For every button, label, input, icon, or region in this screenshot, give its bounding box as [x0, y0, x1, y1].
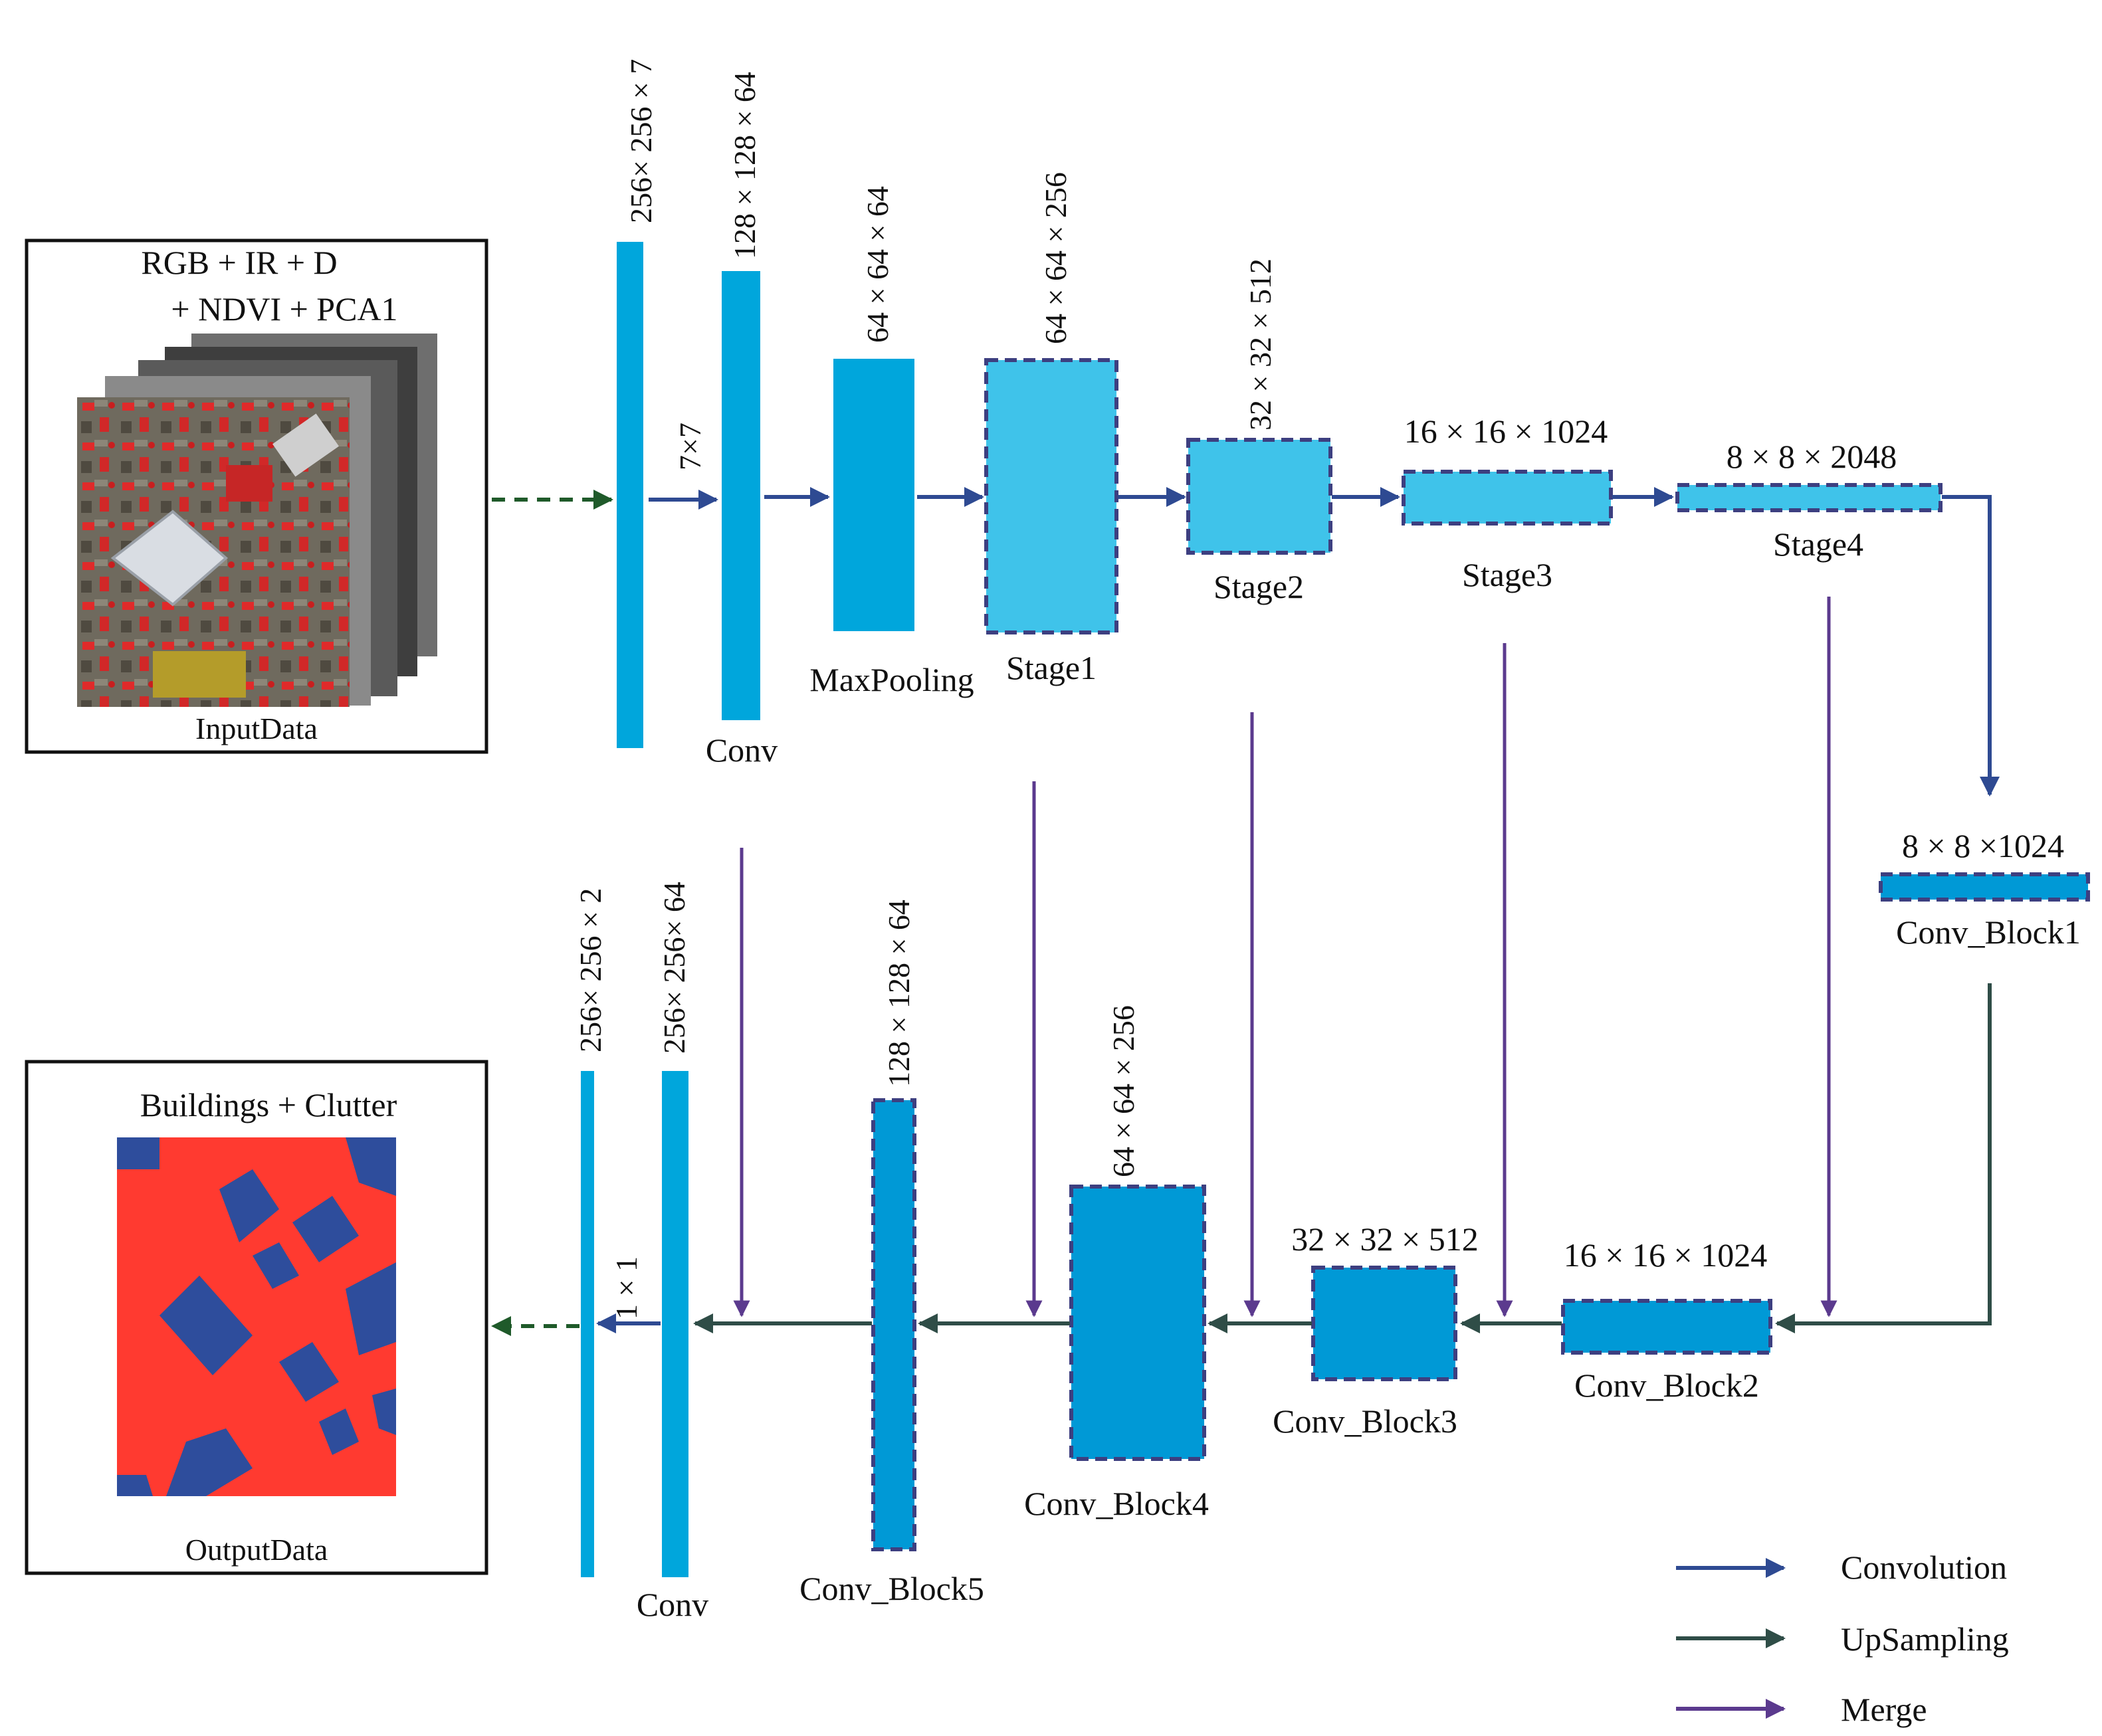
- input-image-stack: [77, 334, 437, 707]
- conv-label: Conv: [706, 731, 778, 769]
- segmentation-map: [117, 1137, 396, 1496]
- conv-block3: [1311, 1266, 1457, 1381]
- conv-block5-dim: 128 × 128 × 64: [882, 900, 916, 1087]
- final-conv-label: Conv: [637, 1586, 708, 1623]
- conv-block3-dim: 32 × 32 × 512: [1291, 1220, 1478, 1258]
- final-conv-dim: 256× 256× 64: [657, 882, 691, 1054]
- conv-arrow-7: [1942, 495, 2000, 797]
- stage3-label: Stage3: [1462, 556, 1552, 593]
- final-conv-bar: [662, 1071, 688, 1577]
- conv-block5-label: Conv_Block5: [799, 1570, 984, 1607]
- conv-block4-label: Conv_Block4: [1024, 1485, 1209, 1522]
- rgb-aerial-image: [77, 397, 350, 707]
- stage1-dim: 64 × 64 × 256: [1039, 172, 1073, 344]
- conv-block4: [1069, 1185, 1206, 1461]
- input-caption: InputData: [195, 712, 318, 745]
- conv-block5: [871, 1098, 916, 1551]
- bridge: 8 × 8 ×1024 Conv_Block1: [1775, 827, 2090, 1333]
- merge-connections: [733, 597, 1838, 1317]
- conv-dim: 128 × 128 × 64: [728, 72, 762, 259]
- stage4-label: Stage4: [1773, 526, 1863, 563]
- decoder: 16 × 16 × 1024 Conv_Block2 32 × 32 × 512…: [491, 882, 1772, 1623]
- input-title-line2: + NDVI + PCA1: [171, 290, 397, 328]
- conv-block2: [1561, 1299, 1772, 1355]
- input-tensor-dim: 256× 256 × 7: [624, 59, 658, 223]
- conv-block2-label: Conv_Block2: [1574, 1367, 1759, 1404]
- encoder: 256× 256 × 7 7×7 128 × 128 × 64 Conv 64 …: [492, 59, 2000, 797]
- stage3-block: [1402, 470, 1613, 526]
- stage2-label: Stage2: [1213, 568, 1304, 605]
- conv-block2-dim: 16 × 16 × 1024: [1564, 1236, 1767, 1274]
- stage2-dim: 32 × 32 × 512: [1243, 258, 1277, 431]
- stage1-label: Stage1: [1006, 649, 1097, 686]
- input-tensor-bar: [617, 242, 643, 748]
- stage4-dim: 8 × 8 × 2048: [1727, 438, 1897, 475]
- input-title-line1: RGB + IR + D: [141, 244, 337, 281]
- output-tensor-bar: [581, 1071, 594, 1577]
- stage1-block: [984, 358, 1118, 634]
- maxpool-block: [833, 359, 914, 631]
- stage4-block: [1675, 483, 1943, 512]
- conv-block4-dim: 64 × 64 × 256: [1106, 1005, 1140, 1177]
- conv-block1-label: Conv_Block1: [1896, 914, 2081, 951]
- legend-convolution-label: Convolution: [1841, 1549, 2007, 1586]
- stage3-dim: 16 × 16 × 1024: [1404, 413, 1608, 450]
- output-caption: OutputData: [185, 1533, 328, 1567]
- legend: Convolution UpSampling Merge: [1676, 1549, 2009, 1728]
- input-panel: RGB + IR + D + NDVI + PCA1 InputData: [25, 239, 488, 754]
- kernel-1x1-label: 1 × 1: [609, 1256, 643, 1319]
- conv-block1: [1879, 872, 2090, 902]
- legend-upsampling-label: UpSampling: [1841, 1620, 2009, 1658]
- kernel-7x7-label: 7×7: [673, 423, 707, 470]
- output-title: Buildings + Clutter: [140, 1086, 397, 1123]
- upsample-arrow-1: [1775, 983, 1992, 1333]
- conv-block3-label: Conv_Block3: [1273, 1402, 1457, 1440]
- conv-layer-bar: [722, 271, 760, 720]
- conv-block1-dim: 8 × 8 ×1024: [1902, 827, 2064, 864]
- output-panel: Buildings + Clutter OutputData: [25, 1060, 488, 1575]
- maxpool-dim: 64 × 64 × 64: [861, 186, 894, 343]
- stage2-block: [1186, 438, 1332, 555]
- maxpool-label: MaxPooling: [809, 661, 974, 698]
- output-tensor-dim: 256× 256 × 2: [574, 888, 607, 1052]
- legend-merge-label: Merge: [1841, 1691, 1927, 1728]
